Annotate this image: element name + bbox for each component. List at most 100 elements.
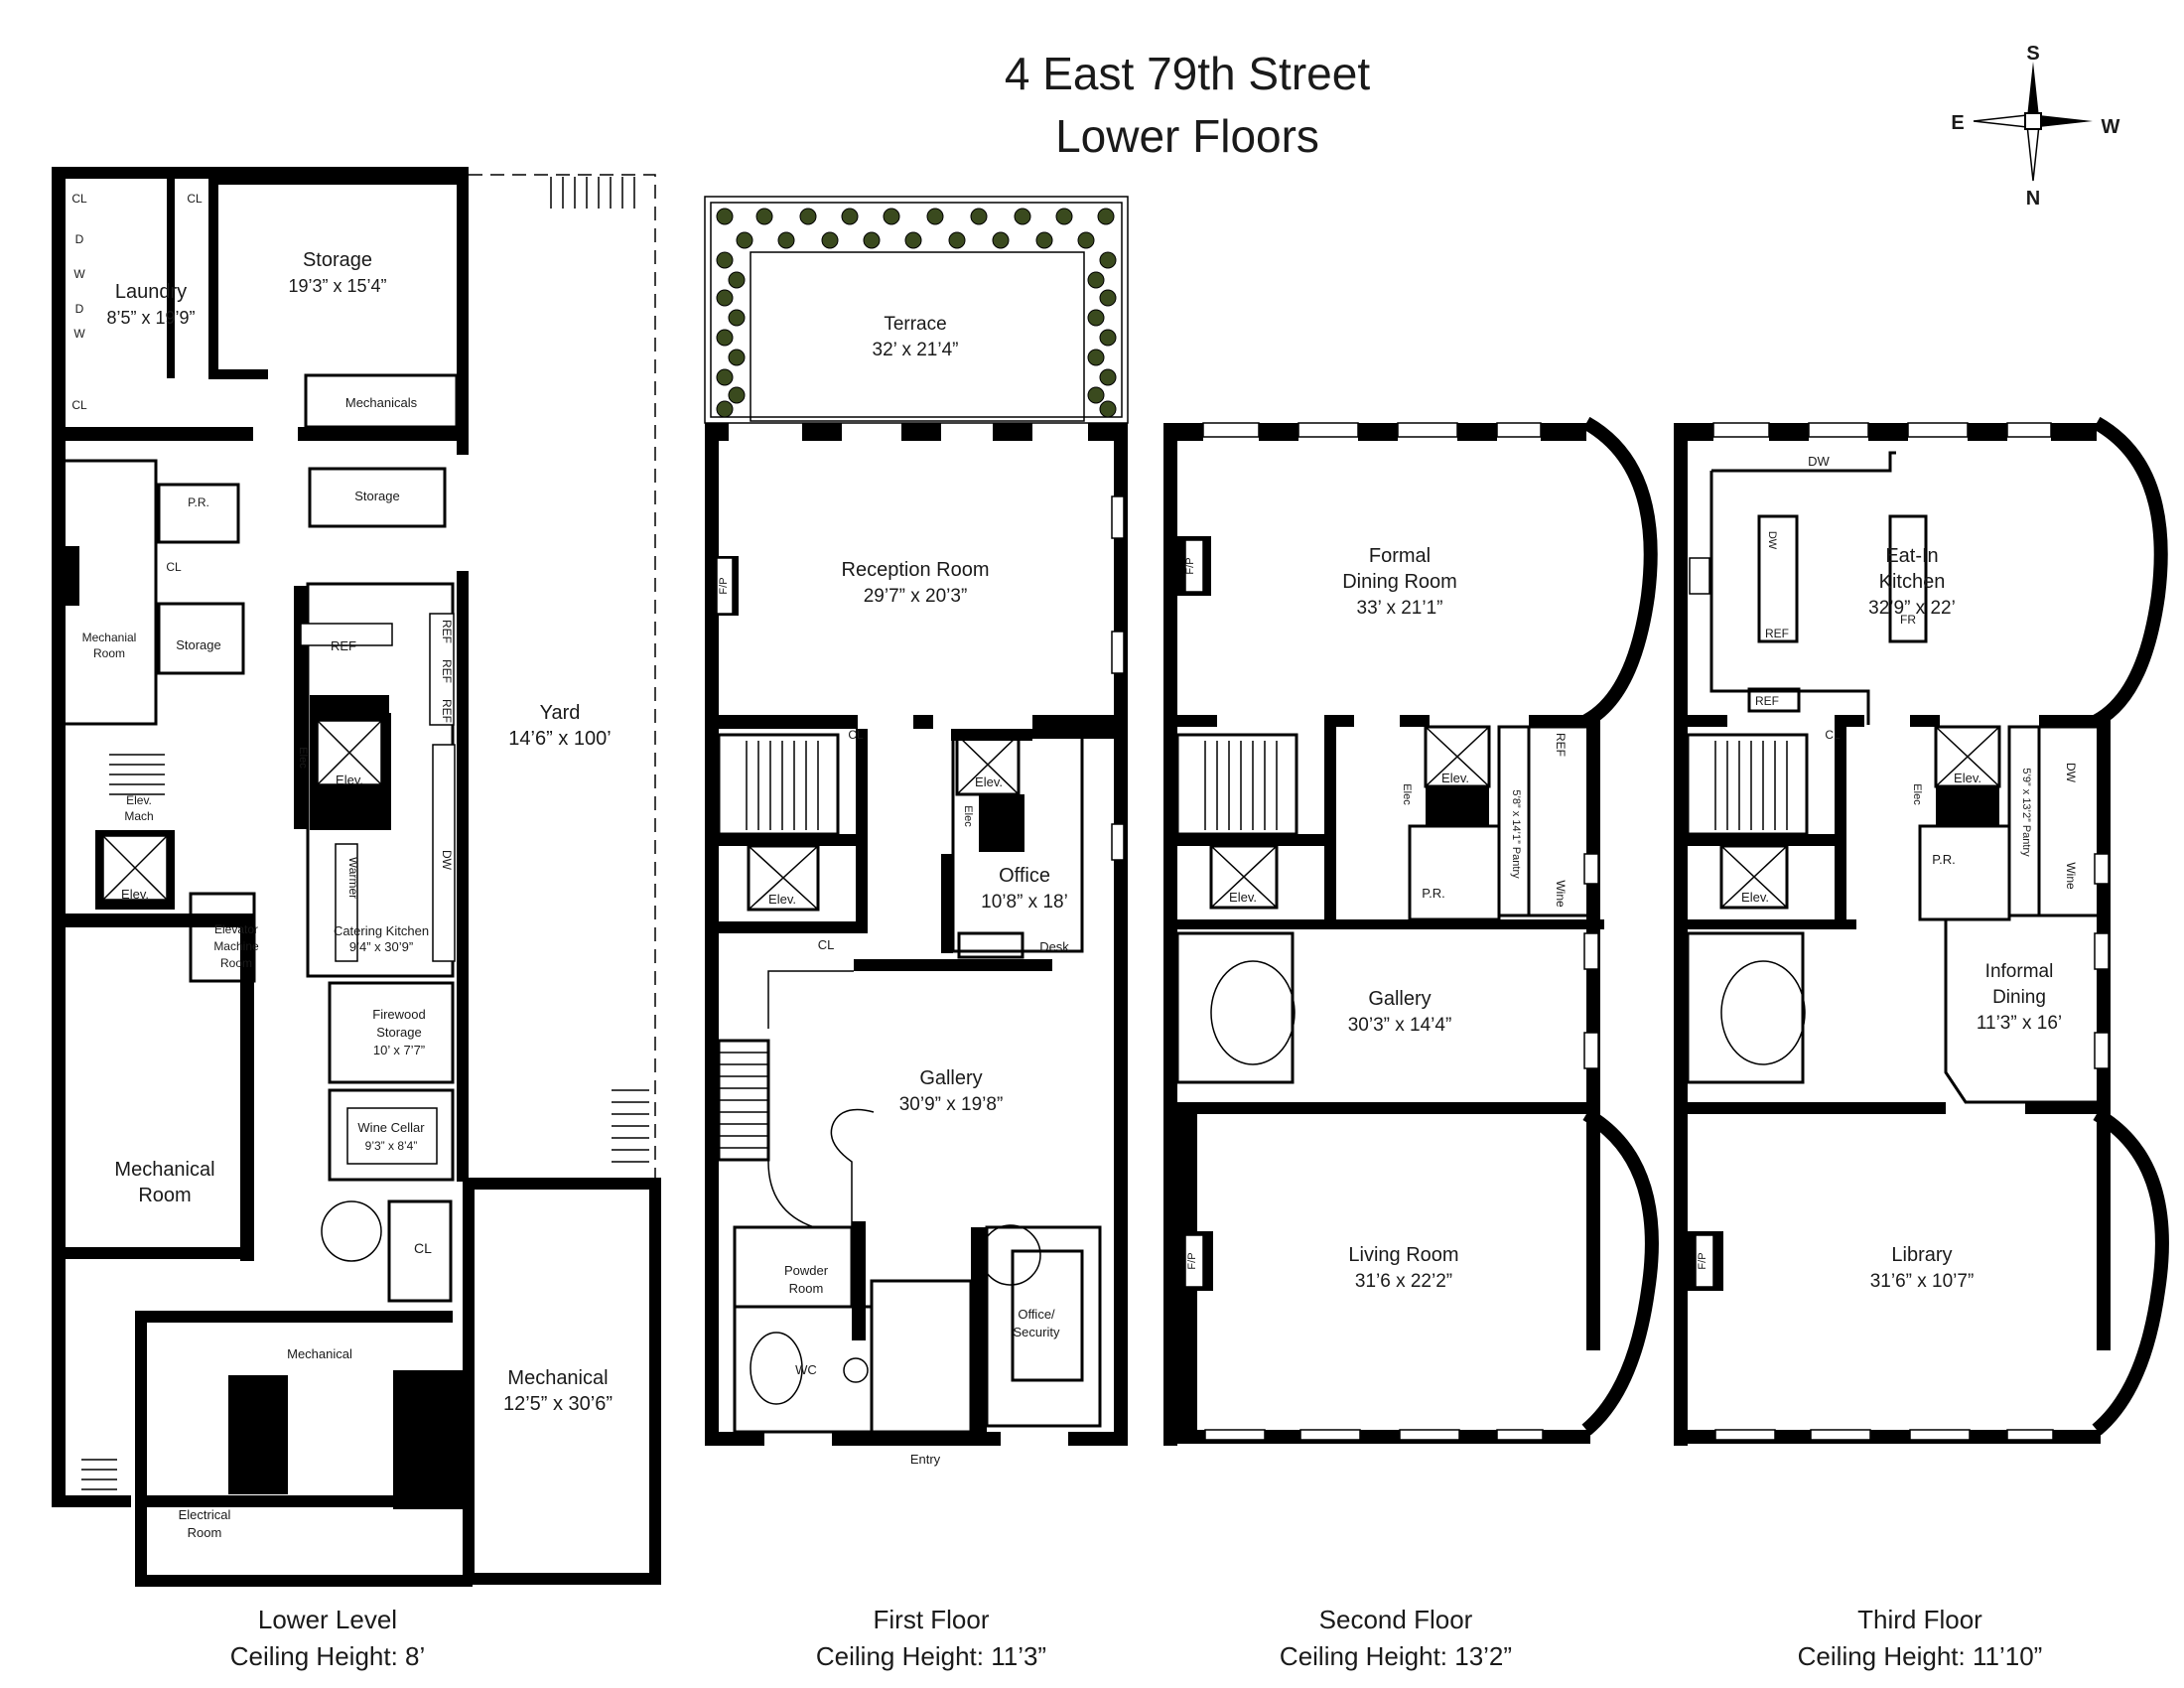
fireplace-label: F/P: [1186, 1252, 1198, 1269]
freezer-label: FR: [1900, 613, 1916, 627]
first-floor-caption: First Floor: [874, 1605, 990, 1634]
elevator-label: Elev.: [1954, 771, 1981, 785]
dining-room-dim: 33’ x 21’1”: [1357, 598, 1443, 619]
mechanical-room-label: Mechanical: [114, 1159, 214, 1181]
closet-label: CL: [818, 937, 835, 952]
entry-label: Entry: [910, 1452, 941, 1467]
ref-label: REF: [440, 620, 454, 643]
elevator-label: Elev.: [1741, 890, 1769, 905]
compass-rose-icon: S N E W: [1951, 43, 2119, 210]
closet-label: CL: [71, 192, 87, 206]
catering-kitchen-dim: 9’4” x 30’9”: [349, 939, 413, 954]
third-floor-caption: Third Floor: [1857, 1605, 1982, 1634]
closet-label: CL: [187, 192, 203, 206]
lower-level-caption: Lower Level: [258, 1605, 397, 1634]
dishwasher-label: DW: [440, 850, 454, 871]
dryer-label: D: [75, 232, 84, 246]
catering-kitchen-label: Catering Kitchen: [334, 923, 429, 938]
mechanical-small-label: Mechanical: [287, 1346, 352, 1361]
mechanical-room-small-label: Room: [93, 646, 125, 660]
ref-label: REF: [331, 638, 356, 653]
storage3-label: Storage: [176, 637, 221, 652]
dining-room-label: Formal: [1369, 545, 1431, 567]
dishwasher-label: DW: [1808, 454, 1830, 469]
wine-label: Wine: [1554, 880, 1568, 908]
elevator-label: Elev.: [121, 887, 149, 902]
informal-dining-dim: 11’3” x 16’: [1977, 1013, 2062, 1034]
wine-label: Wine: [2064, 862, 2078, 890]
terrace-planter-icon: [716, 208, 1117, 418]
elec-label: Elec: [1911, 783, 1923, 805]
wc-label: WC: [795, 1362, 817, 1377]
reception-room-label: Reception Room: [842, 559, 990, 581]
gallery-dim: 30’9” x 19’8”: [899, 1094, 1004, 1115]
elevator-machine-label: Elevator: [214, 922, 258, 936]
yard-label: Yard: [540, 702, 581, 724]
elev-mach-label: Elev.: [126, 793, 152, 807]
elec-label: Elec: [297, 747, 309, 769]
closet-label: CL: [848, 728, 864, 742]
pantry-label: 5’8” x 14’1” Pantry: [1510, 789, 1522, 879]
terrace-dim: 32’ x 21’4”: [873, 340, 959, 360]
compass-e-label: E: [1951, 112, 1964, 134]
pr-label: P.R.: [1932, 852, 1956, 867]
elevator-label: Elev.: [336, 773, 363, 787]
mechanical-big-dim: 12’5” x 30’6”: [503, 1393, 613, 1415]
desk-label: Desk: [1039, 939, 1069, 954]
closet-label: CL: [414, 1240, 432, 1256]
lower-level-plan: Laundry 8’5” x 19’9” Storage 19’3” x 15’…: [52, 167, 661, 1671]
elev-mach-label: Mach: [124, 809, 153, 823]
ref-label: REF: [1554, 733, 1568, 757]
elec-label: Elec: [1401, 783, 1413, 805]
pantry-label: 5’9” x 13’2” Pantry: [2020, 768, 2032, 857]
yard-dim: 14’6” x 100’: [508, 728, 611, 750]
washer-label: W: [73, 267, 85, 281]
elevator-machine-label: Room: [220, 956, 252, 970]
ref-label: REF: [1755, 694, 1779, 708]
gallery-dim: 30’3” x 14’4”: [1348, 1015, 1452, 1036]
office-label: Office: [999, 865, 1050, 887]
ref-label: REF: [440, 659, 454, 683]
elevator-machine-label: Machine: [213, 939, 259, 953]
laundry-dim: 8’5” x 19’9”: [106, 308, 195, 328]
title-line-2: Lower Floors: [1055, 110, 1319, 162]
pr-label: P.R.: [188, 495, 209, 509]
dryer-label: D: [75, 302, 84, 316]
ref-label: REF: [1765, 627, 1789, 640]
third-floor-ceiling: Ceiling Height: 11’10”: [1798, 1641, 2043, 1671]
elevator-label: Elev.: [1441, 771, 1469, 785]
washer-label: W: [73, 327, 85, 341]
second-floor-caption: Second Floor: [1319, 1605, 1473, 1634]
first-floor-ceiling: Ceiling Height: 11’3”: [816, 1641, 1046, 1671]
mechanical-big-label: Mechanical: [507, 1367, 608, 1389]
compass-n-label: N: [2026, 188, 2040, 210]
warmer-label: Warmer: [346, 857, 360, 899]
third-floor-plan: Eat-In Kitchen 32’9” x 22’ DW DW REF REF…: [1674, 416, 2169, 1671]
second-floor-ceiling: Ceiling Height: 13’2”: [1280, 1641, 1512, 1671]
mechanical-room-label: Room: [138, 1185, 191, 1206]
informal-dining-label: Informal: [1985, 961, 2054, 982]
pr-label: P.R.: [1422, 886, 1445, 901]
storage-label: Storage: [303, 249, 372, 271]
fireplace-label: F/P: [1697, 1252, 1708, 1269]
elevator-label: Elev.: [1229, 890, 1257, 905]
electrical-room-label: Electrical: [179, 1507, 231, 1522]
elevator-label: Elev.: [975, 774, 1003, 789]
firewood-label: Storage: [376, 1025, 422, 1040]
mechanicals-label: Mechanicals: [345, 395, 418, 410]
mechanical-room-small-label: Mechanial: [82, 631, 137, 644]
wine-cellar-label: Wine Cellar: [357, 1120, 425, 1135]
closet-label: CL: [71, 398, 87, 412]
storage2-label: Storage: [354, 489, 400, 503]
laundry-label: Laundry: [115, 281, 187, 303]
wine-cellar-dim: 9’3” x 8’4”: [365, 1139, 418, 1153]
compass-s-label: S: [2026, 43, 2039, 65]
dishwasher-label: DW: [1766, 531, 1778, 550]
reception-room-dim: 29’7” x 20’3”: [864, 586, 968, 607]
firewood-label: Firewood: [372, 1007, 425, 1022]
powder-room-label: Room: [789, 1281, 824, 1296]
lower-level-ceiling: Ceiling Height: 8’: [230, 1641, 426, 1671]
gallery-label: Gallery: [919, 1067, 982, 1089]
terrace-label: Terrace: [884, 314, 946, 335]
